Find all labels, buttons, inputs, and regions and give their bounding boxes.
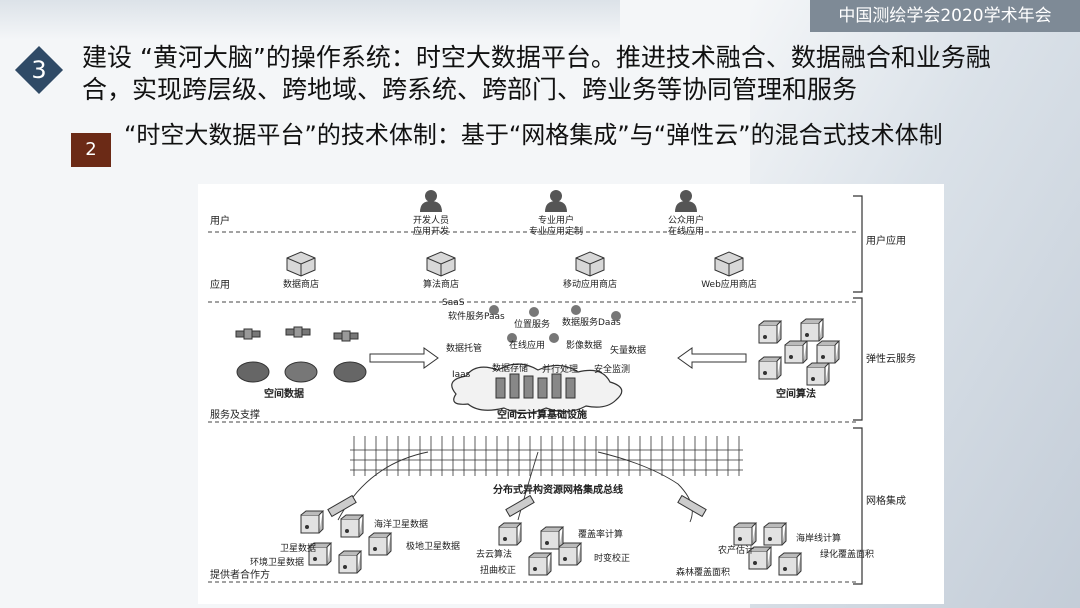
provider-polar: 极地卫星数据 bbox=[406, 542, 461, 552]
user-professional: 专业用户专业应用定制 bbox=[528, 216, 584, 237]
provider-distortion: 扭曲校正 bbox=[480, 566, 517, 576]
app-web-store: Web应用商店 bbox=[701, 280, 757, 290]
side-label-user-app: 用户应用 bbox=[866, 236, 906, 247]
app-data-store: 数据商店 bbox=[282, 280, 320, 290]
cloud-storage: 数据存储 bbox=[492, 364, 529, 374]
cloud-saas: SaaS bbox=[442, 298, 465, 308]
side-label-elastic-cloud: 弹性云服务 bbox=[866, 354, 916, 365]
app-mobile-store: 移动应用商店 bbox=[562, 280, 618, 290]
provider-ocean: 海洋卫星数据 bbox=[374, 520, 429, 530]
cloud-infrastructure: 空间云计算基础设施 bbox=[497, 410, 587, 421]
cloud-parallel: 并行处理 bbox=[542, 365, 579, 375]
background-top-strip bbox=[0, 0, 620, 40]
grid-bus-label: 分布式异构资源网格集成总线 bbox=[493, 485, 623, 496]
provider-yield: 农产估计 bbox=[718, 546, 755, 556]
grid-bus bbox=[350, 449, 743, 471]
layer-label-users: 用户 bbox=[210, 216, 230, 227]
spatial-algorithm-label: 空间算法 bbox=[776, 389, 816, 400]
cloud-paas-software: 软件服务Paas bbox=[448, 312, 505, 322]
provider-satellite: 卫星数据 bbox=[280, 544, 317, 554]
slide-subtitle: “时空大数据平台”的技术体制：基于“网格集成”与“弹性云”的混合式技术体制 bbox=[124, 121, 943, 149]
app-algorithm-store: 算法商店 bbox=[422, 280, 460, 290]
provider-coastline: 海岸线计算 bbox=[796, 534, 842, 544]
layer-label-providers: 提供者合作方 bbox=[210, 570, 270, 581]
provider-cloud-removal: 去云算法 bbox=[476, 550, 513, 560]
cloud-hosting: 数据托管 bbox=[446, 344, 483, 354]
cloud-iaas: Iaas bbox=[452, 370, 471, 380]
slide-title: 建设 “黄河大脑”的操作系统：时空大数据平台。推进技术融合、数据融合和业务融合，… bbox=[82, 43, 991, 104]
cloud-data-service: 数据服务Daas bbox=[562, 318, 621, 328]
side-label-grid: 网格集成 bbox=[866, 496, 906, 507]
provider-forest: 森林覆盖面积 bbox=[676, 568, 731, 578]
provider-coverage-rate: 覆盖率计算 bbox=[578, 530, 624, 540]
provider-temporal: 时变校正 bbox=[594, 554, 631, 564]
user-public: 公众用户在线应用 bbox=[667, 216, 705, 237]
user-developer: 开发人员应用开发 bbox=[412, 216, 450, 237]
conference-banner: 中国测绘学会2020学术年会 bbox=[810, 0, 1080, 32]
spatial-data-label: 空间数据 bbox=[264, 389, 304, 400]
cloud-location: 位置服务 bbox=[514, 320, 551, 330]
layer-dividers bbox=[208, 231, 858, 583]
architecture-diagram: 用户 应用 服务及支撑 提供者合作方 用户应用 弹性云服务 网格集成 开发人员应… bbox=[198, 184, 944, 604]
cloud-online: 在线应用 bbox=[509, 341, 546, 351]
right-brackets bbox=[853, 195, 863, 585]
subsection-number-badge: 2 bbox=[71, 133, 111, 167]
layer-label-apps: 应用 bbox=[210, 280, 230, 291]
cloud-outline bbox=[451, 363, 623, 414]
layer-label-services: 服务及支撑 bbox=[210, 410, 260, 421]
cloud-vector: 矢量数据 bbox=[610, 346, 647, 356]
diagram-graphics bbox=[208, 190, 863, 585]
provider-green: 绿化覆盖面积 bbox=[820, 550, 875, 560]
provider-env: 环境卫星数据 bbox=[250, 558, 305, 568]
cloud-imagery: 影像数据 bbox=[566, 341, 603, 351]
cloud-security: 安全监测 bbox=[594, 365, 631, 375]
section-number: 3 bbox=[31, 56, 47, 84]
